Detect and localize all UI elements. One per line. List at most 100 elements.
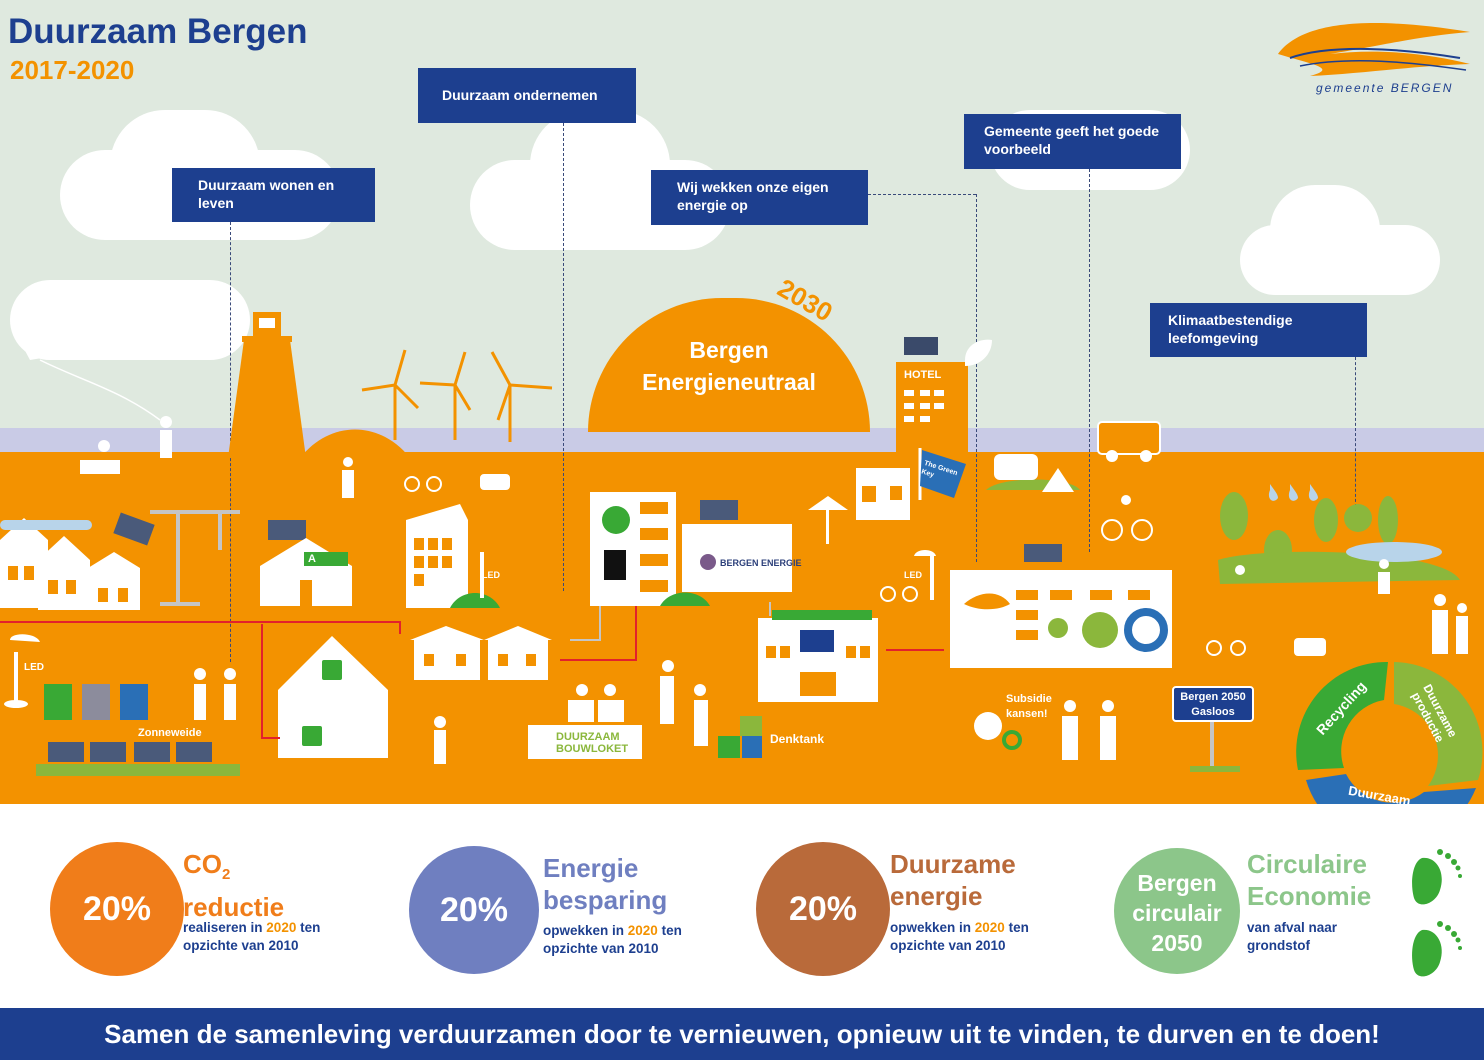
sign-line1: Bergen 2050 [1180, 691, 1246, 703]
kpi-circle-co2: 20% [50, 842, 184, 976]
lighthouse-icon [228, 312, 306, 458]
kpi-desc-besparing: opwekken in 2020 ten opzichte van 2010 [543, 922, 682, 958]
kpi-desc-text: opwekken in [890, 920, 975, 935]
theme-goede-voorbeeld[interactable]: Gemeente geeft het goede voorbeeld [964, 114, 1181, 169]
kpi-desc-co2: realiseren in 2020 ten opzichte van 2010 [183, 919, 320, 955]
kpi-title-besparing: Energie besparing [543, 852, 667, 916]
kpi-title-sub: 2 [222, 866, 231, 884]
kpi-title-circulair: Circulaire Economie [1247, 848, 1371, 912]
windmill-icon [361, 349, 553, 442]
kite-icon [14, 326, 161, 421]
led-label: LED [482, 570, 500, 580]
theme-label: Duurzaam ondernemen [442, 87, 598, 103]
subsidie-label: Subsidie kansen! [1006, 693, 1052, 720]
circular-economy-cycle[interactable] [1296, 661, 1483, 810]
street-lamp-icon [4, 634, 40, 708]
kpi-desc-text: van afval naar [1247, 920, 1338, 935]
small-houses [410, 626, 552, 680]
gemeente-bergen-logo [1278, 23, 1470, 76]
cloud [10, 280, 250, 360]
sign-line2: Gasloos [1191, 706, 1235, 718]
gemeente-building [950, 570, 1172, 668]
kpi-circle-circulair: Bergen circulair 2050 [1114, 848, 1240, 974]
hotel-label: HOTEL [904, 369, 942, 381]
kpi-circle-line: Bergen [1137, 870, 1217, 896]
kpi-desc-year: 2020 [974, 920, 1005, 935]
kpi-desc-year: 2020 [266, 920, 297, 935]
theme-duurzaam-wonen[interactable]: Duurzaam wonen en leven [172, 168, 375, 222]
kpi-title-line: energie [890, 881, 983, 911]
connector-line [1089, 169, 1090, 552]
camping-area [986, 454, 1080, 492]
kpi-desc-text: grondstof [1247, 938, 1310, 953]
gear-icon [1002, 730, 1022, 750]
bergen-energie-logo-text: BERGEN ENERGIE [720, 558, 802, 568]
kpi-title-line: besparing [543, 885, 668, 915]
duurzaam-bouwloket-logo[interactable] [528, 725, 642, 759]
kpi-desc-text: realiseren in [183, 920, 267, 935]
eco-house [278, 636, 388, 758]
kpi-desc-text: opzichte van 2010 [183, 938, 299, 953]
footer-bar: Samen de samenleving verduurzamen door t… [0, 1008, 1484, 1060]
fairtrade-building [590, 492, 676, 606]
energy-label-a: A [308, 553, 316, 565]
crane-icon [150, 510, 240, 606]
footer-slogan: Samen de samenleving verduurzamen door t… [104, 1019, 1380, 1049]
school-building [758, 610, 878, 702]
dome-text: Bergen Energieneutraal [588, 334, 870, 398]
logo-text: gemeente BERGEN [1316, 81, 1454, 95]
kpi-desc-text: ten [657, 923, 682, 938]
kpi-desc-text: ten [296, 920, 321, 935]
kpi-circle-line: circulair [1132, 900, 1222, 926]
puzzle-icon [718, 716, 762, 758]
apartment-building [406, 504, 500, 608]
connector-line [563, 123, 564, 591]
kpi-title-line: Energie [543, 853, 639, 883]
kpi-title-line: Duurzame [890, 849, 1016, 879]
energy-label-house [260, 538, 352, 606]
gasloos-sign: Bergen 2050 Gasloos [1172, 686, 1254, 722]
theme-label: Duurzaam wonen en leven [198, 177, 335, 211]
bouwloket-text: DUURZAAM BOUWLOKET [556, 731, 629, 755]
kpi-desc-year: 2020 [627, 923, 658, 938]
kpi-title-duurzame-energie: Duurzame energie [890, 848, 1016, 912]
kpi-desc-text: opzichte van 2010 [890, 938, 1006, 953]
leaf-icon [965, 339, 992, 366]
kpi-desc-circulair: van afval naar grondstof [1247, 919, 1337, 955]
theme-klimaatbestendig[interactable]: Klimaatbestendige leefomgeving [1150, 303, 1367, 357]
street-lamp-icon [914, 550, 936, 600]
kpi-desc-text: opwekken in [543, 923, 628, 938]
theme-eigen-energie[interactable]: Wij wekken onze eigen energie op [651, 170, 868, 225]
kpi-desc-text: opzichte van 2010 [543, 941, 659, 956]
hotel-building [896, 337, 968, 458]
page-title: Duurzaam Bergen [8, 12, 308, 51]
dome-line1: Bergen [689, 337, 769, 363]
connector-line [868, 194, 976, 195]
kpi-circle-duurzame-energie: 20% [756, 842, 890, 976]
rain-drops-icon [1268, 484, 1318, 501]
theme-label: Gemeente geeft het goede voorbeeld [984, 123, 1160, 157]
denktank-label: Denktank [770, 732, 825, 746]
connector-line [976, 194, 977, 562]
kpi-desc-text: ten [1004, 920, 1029, 935]
zonneweide-grass [36, 764, 240, 776]
kpi-circle-besparing: 20% [409, 846, 539, 974]
dome-line2: Energieneutraal [642, 369, 816, 395]
bike-car-charging-icons [404, 476, 1246, 656]
kpi-title-line: Circulaire [1247, 849, 1367, 879]
dune-hill [300, 429, 410, 458]
scene-illustration [0, 312, 1483, 810]
kpi-title-line: reductie [183, 892, 285, 923]
sign-post [1210, 722, 1214, 768]
connector-line [1355, 357, 1356, 507]
bergen-energie-building [682, 524, 792, 592]
waste-bins-icon [44, 684, 148, 720]
electric-van-icon [1097, 421, 1161, 462]
theme-label: Wij wekken onze eigen energie op [677, 179, 829, 213]
kpi-circle-line: 2050 [1151, 930, 1203, 956]
theme-duurzaam-ondernemen[interactable]: Duurzaam ondernemen [418, 68, 636, 123]
theme-label: Klimaatbestendige leefomgeving [1168, 312, 1293, 346]
led-label: LED [24, 662, 44, 673]
cafe-building [808, 468, 910, 544]
page-years: 2017-2020 [10, 55, 135, 85]
